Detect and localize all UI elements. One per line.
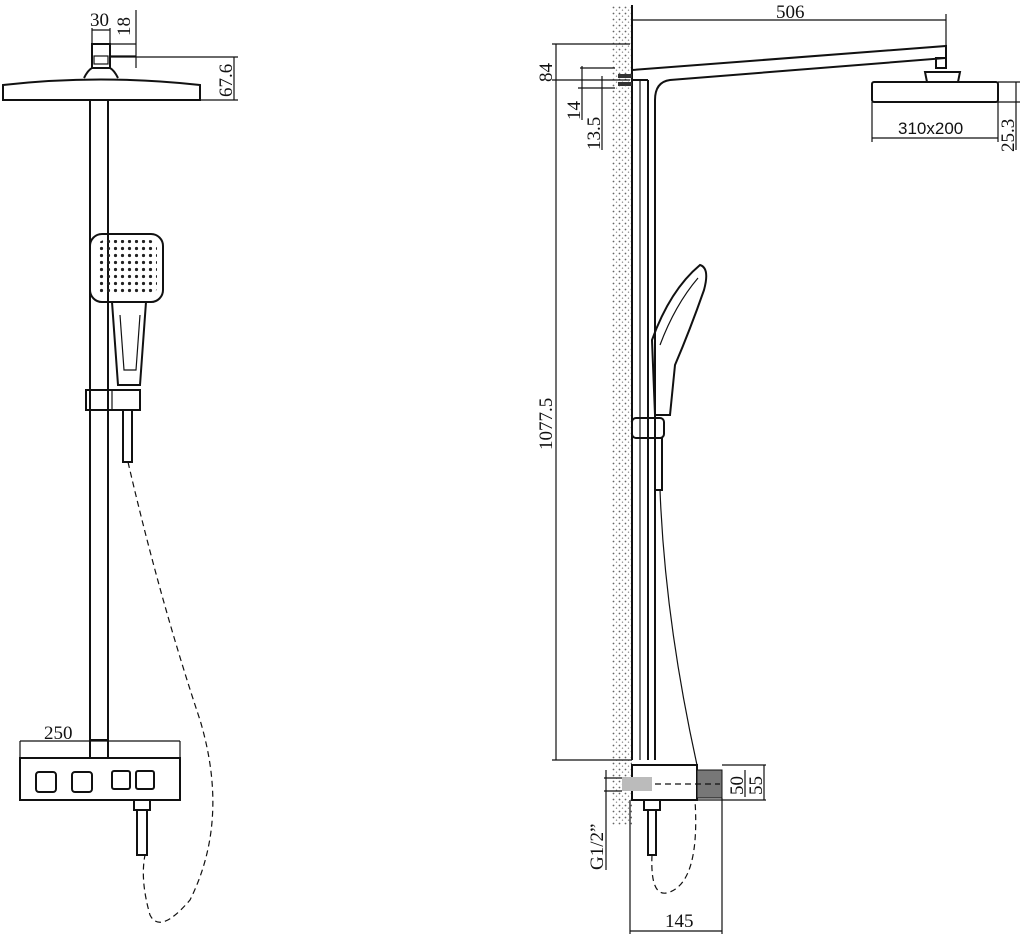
- hand-shower-side: [650, 263, 708, 416]
- dim-head-height: 67.6: [216, 64, 237, 97]
- hose-connector: [122, 409, 133, 463]
- button-3: [111, 770, 131, 790]
- dim-riser-height: 1077.5: [536, 398, 557, 450]
- wall: [612, 5, 632, 825]
- spray-holes: [97, 240, 157, 295]
- hand-shower-handle: [111, 301, 147, 386]
- button-2: [71, 771, 93, 793]
- dim-mount-height: 18: [114, 17, 135, 36]
- dim-head-size: 310x200: [898, 119, 963, 138]
- dim-mount-width: 30: [90, 10, 109, 31]
- rain-head-side: [871, 81, 999, 103]
- outlet-pipe-side: [647, 809, 657, 856]
- dim-arm-offset: 84: [536, 63, 557, 83]
- side-view: 506 84 14 13.5 310x200 25.3 1077.5 50 55…: [536, 2, 1020, 934]
- thermostatic-valve: [19, 757, 181, 801]
- rain-head: [2, 78, 201, 101]
- front-view: 30 18 67.6 250: [2, 10, 238, 923]
- head-neck-side: [923, 71, 962, 83]
- dim-bracket-a: 14: [564, 101, 585, 121]
- dim-valve-width: 250: [44, 723, 73, 744]
- hand-shower-head: [89, 233, 164, 303]
- dim-valve-depth: 145: [665, 911, 694, 932]
- button-4: [135, 770, 155, 790]
- riser-pipe: [89, 99, 109, 741]
- dim-arm-length: 506: [776, 2, 805, 23]
- dim-valve-height-b: 55: [746, 776, 767, 795]
- button-1: [35, 771, 57, 793]
- shower-arm: [631, 44, 947, 760]
- outlet-pipe: [136, 809, 148, 856]
- slide-holder: [85, 389, 141, 411]
- dim-valve-height-a: 50: [727, 776, 748, 795]
- dim-bracket-b: 13.5: [584, 117, 605, 150]
- inlet-connector: [622, 777, 652, 791]
- dim-head-thickness: 25.3: [998, 119, 1019, 152]
- slide-holder-side: [631, 417, 665, 439]
- dim-inlet-thread: G1/2”: [587, 824, 608, 870]
- hose-connector-side: [654, 437, 663, 491]
- hose: [127, 461, 214, 923]
- outlet-nut: [133, 799, 151, 811]
- head-neck: [83, 67, 119, 79]
